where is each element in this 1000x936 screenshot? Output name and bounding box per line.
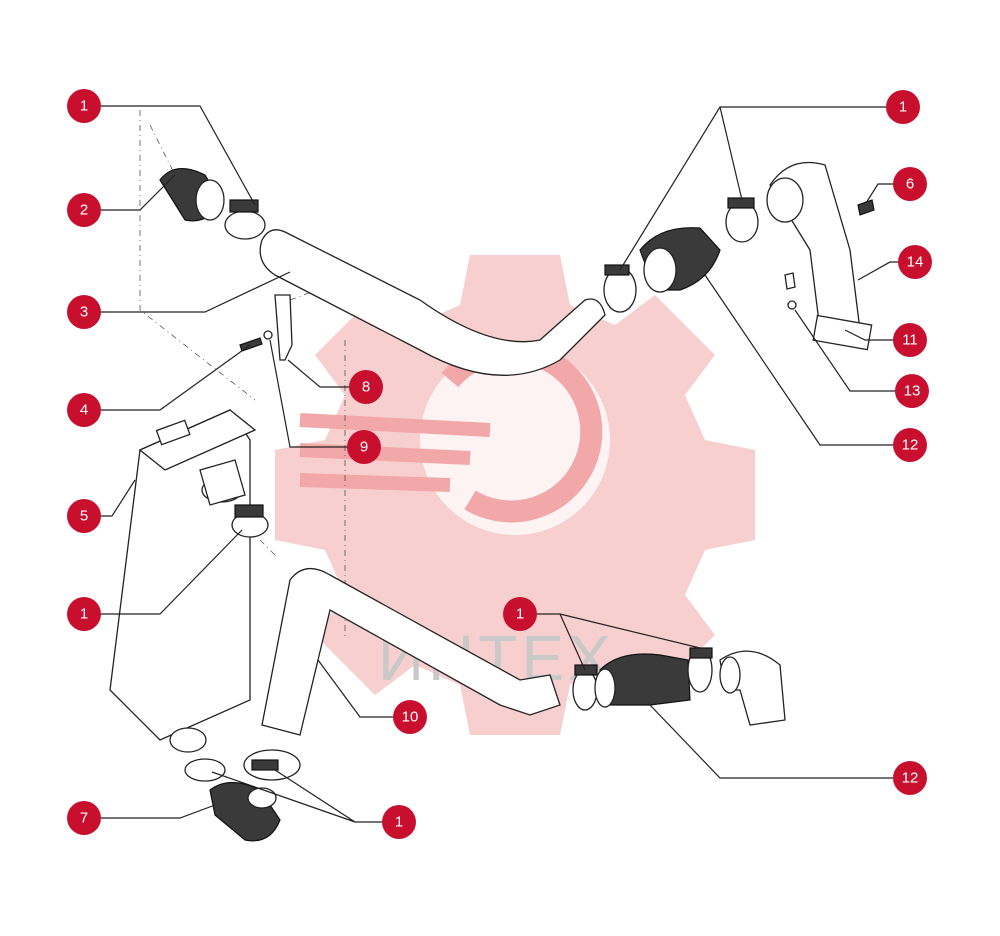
- svg-text:12: 12: [902, 770, 919, 787]
- svg-text:13: 13: [904, 383, 921, 400]
- callout-12-top: 12: [893, 428, 927, 462]
- callout-5: 5: [67, 499, 101, 533]
- lower-left-hose-opening: [247, 787, 277, 809]
- callout-1-bottom: 1: [382, 805, 416, 839]
- washer-9: [263, 330, 273, 340]
- callout-14: 14: [898, 245, 932, 279]
- clamp-lower-right-b: [687, 647, 713, 693]
- callout-1-top-right: 1: [886, 90, 920, 124]
- callout-6: 6: [893, 167, 927, 201]
- callout-8: 8: [349, 370, 383, 404]
- svg-text:6: 6: [906, 176, 914, 193]
- turbo-elbow-opening: [766, 177, 804, 223]
- svg-text:5: 5: [80, 508, 88, 525]
- svg-text:7: 7: [80, 810, 88, 827]
- washer-13: [787, 300, 797, 310]
- upper-charge-pipe: [259, 229, 606, 376]
- svg-text:10: 10: [402, 709, 419, 726]
- mounting-bracket: [274, 294, 293, 361]
- clamp-upper-left: [224, 199, 266, 240]
- svg-text:2: 2: [80, 202, 88, 219]
- svg-text:9: 9: [360, 439, 368, 456]
- callout-11: 11: [893, 323, 927, 357]
- svg-text:1: 1: [516, 606, 524, 623]
- bolt-13: [784, 272, 796, 290]
- lower-charge-pipe: [261, 568, 561, 736]
- upper-right-hose-opening: [643, 247, 677, 293]
- svg-text:1: 1: [80, 98, 88, 115]
- callout-9: 9: [347, 430, 381, 464]
- callout-10: 10: [393, 700, 427, 734]
- clamp-lower-right-a: [572, 664, 598, 711]
- intercooler: [109, 409, 257, 753]
- callout-2: 2: [67, 193, 101, 227]
- callout-7: 7: [67, 801, 101, 835]
- svg-text:11: 11: [902, 332, 918, 349]
- clamps-lower-left: [184, 749, 301, 782]
- clamp-upper-right-b: [725, 197, 759, 243]
- callout-1-top-left: 1: [67, 89, 101, 123]
- lower-right-hose-opening: [594, 668, 616, 708]
- svg-text:14: 14: [907, 254, 924, 271]
- callout-13: 13: [895, 374, 929, 408]
- svg-text:1: 1: [80, 606, 88, 623]
- svg-text:1: 1: [899, 99, 907, 116]
- callout-4: 4: [67, 393, 101, 427]
- bolt-4: [239, 337, 263, 352]
- left-hose-opening: [195, 179, 225, 221]
- lower-right-hose-12: [599, 653, 691, 706]
- flange-11: [812, 314, 873, 351]
- svg-text:8: 8: [362, 379, 370, 396]
- lower-right-elbow-opening: [719, 656, 741, 694]
- callout-3: 3: [67, 295, 101, 329]
- clamp-upper-right-a: [603, 264, 637, 313]
- callout-1-left-mid: 1: [67, 597, 101, 631]
- callout-1-lower-mid: 1: [503, 597, 537, 631]
- svg-text:4: 4: [80, 402, 88, 419]
- clamp-intercooler-upper: [231, 504, 269, 538]
- svg-text:3: 3: [80, 304, 88, 321]
- svg-text:1: 1: [395, 814, 403, 831]
- callout-12-bottom: 12: [893, 761, 927, 795]
- svg-text:12: 12: [902, 437, 919, 454]
